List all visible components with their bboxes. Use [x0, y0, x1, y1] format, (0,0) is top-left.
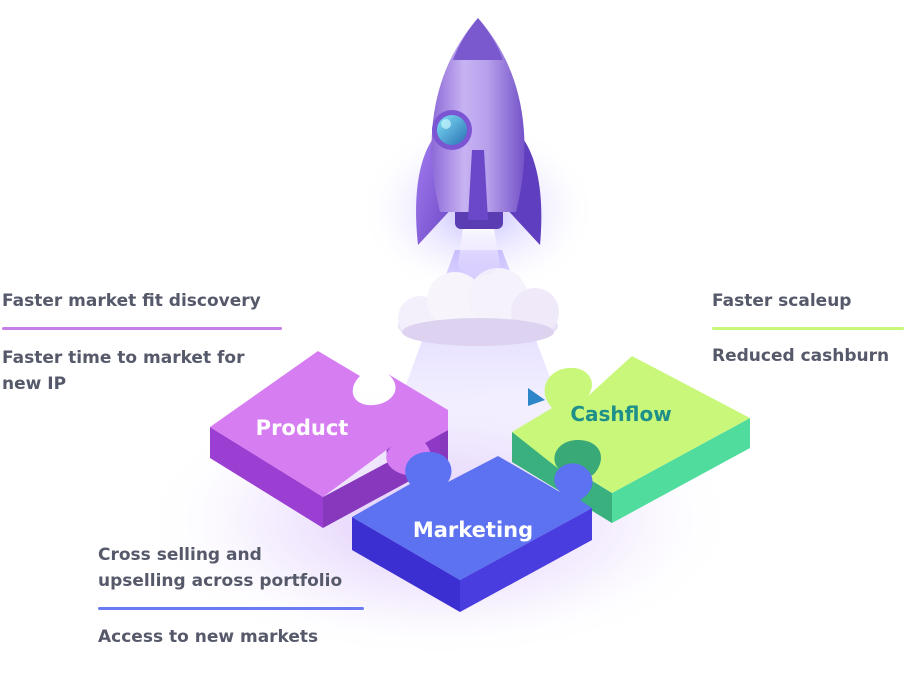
- cashflow-piece-side-right: [612, 418, 750, 523]
- product-benefit-primary: Faster market fit discovery: [2, 291, 261, 311]
- product-benefit-secondary-line2: new IP: [2, 374, 67, 394]
- cashflow-piece-edge: [528, 388, 545, 406]
- cashflow-benefit-secondary: Reduced cashburn: [712, 346, 890, 366]
- marketing-benefit-secondary: Access to new markets: [98, 627, 319, 647]
- rocket-icon: [416, 18, 542, 277]
- cashflow-piece-top: [512, 356, 750, 493]
- marketing-benefit-primary-line1: Cross selling and: [98, 545, 262, 565]
- product-piece-top: [210, 351, 448, 497]
- product-piece-side-left: [210, 427, 323, 528]
- marketing-piece-top: [352, 451, 593, 580]
- product-divider: [2, 327, 282, 330]
- marketing-benefit-primary-line2: upselling across portfolio: [98, 571, 343, 591]
- exhaust-cloud-icon: [398, 268, 559, 346]
- product-benefit-secondary-line1: Faster time to market for: [2, 348, 245, 368]
- marketing-piece-side-left: [352, 517, 460, 612]
- cashflow-label: Cashflow: [570, 402, 671, 426]
- marketing-divider: [98, 607, 364, 610]
- cashflow-divider: [712, 327, 904, 330]
- marketing-piece: Marketing: [352, 451, 593, 612]
- marketing-piece-side-right: [460, 508, 592, 612]
- product-piece: Product: [210, 351, 448, 528]
- cashflow-benefit-primary: Faster scaleup: [712, 291, 852, 311]
- marketing-label: Marketing: [413, 518, 533, 542]
- product-label: Product: [256, 416, 349, 440]
